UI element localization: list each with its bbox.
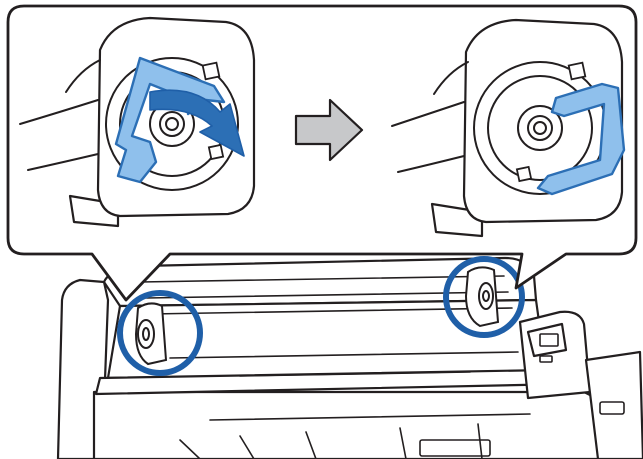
- lever-right: [536, 82, 626, 196]
- control-panel: [526, 322, 568, 358]
- lever-left: [114, 56, 226, 184]
- printer: [56, 256, 643, 459]
- right-arrow-icon: [294, 98, 364, 162]
- step-after: [391, 18, 626, 238]
- printer-details: [139, 275, 625, 459]
- printer-adapter-left: [134, 302, 168, 366]
- printer-lower-right: [584, 350, 643, 459]
- step-before: [19, 16, 256, 228]
- printer-body: [92, 390, 612, 459]
- highlight-circle-left: [117, 290, 203, 376]
- curved-rotate-arrow-icon: [149, 89, 245, 157]
- printer-adapter-right: [464, 266, 500, 328]
- highlight-circle-right: [443, 256, 525, 338]
